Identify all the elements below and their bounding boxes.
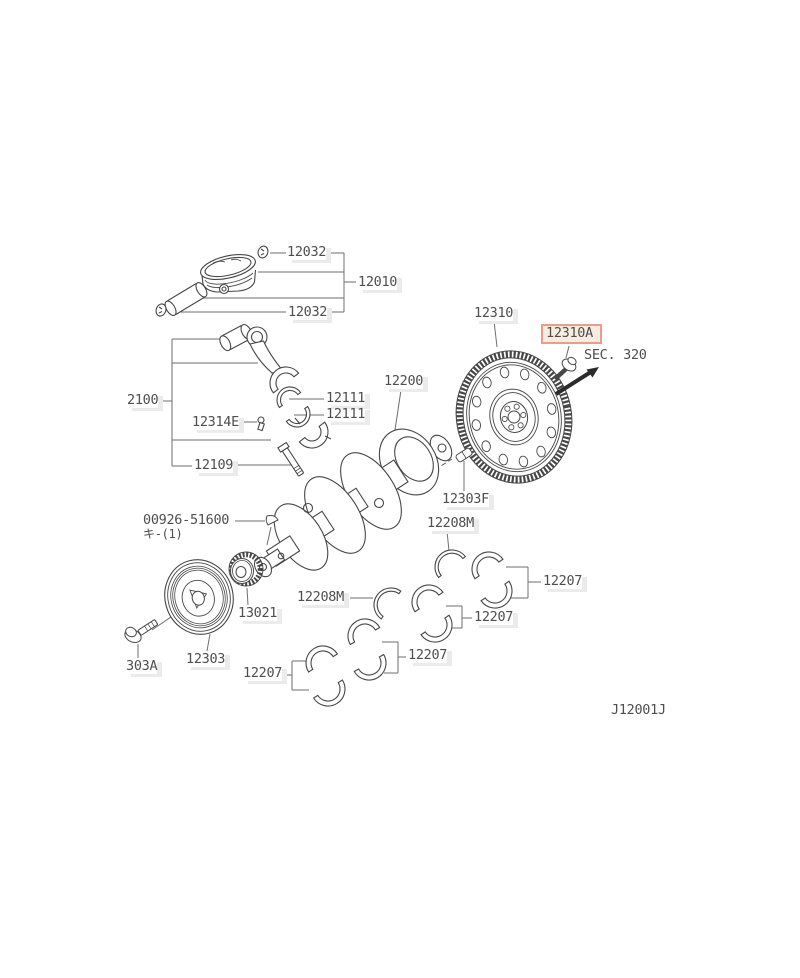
main-bearing-upper-3 (341, 612, 381, 646)
leader-12200 (394, 389, 402, 431)
flywheel (455, 350, 573, 484)
piston-assembly (155, 245, 269, 317)
leader-12303 (206, 633, 211, 652)
label-12207-1[interactable]: 12207 (543, 573, 583, 589)
leader-12207-4-bracket (284, 660, 309, 691)
label-key-qty-note: キ-(1) (143, 527, 183, 541)
leader-13021 (246, 587, 249, 606)
leader-12207-3-bracket (382, 641, 406, 674)
leader-12207-2-bracket (446, 605, 472, 629)
label-12303[interactable]: 12303 (186, 651, 226, 667)
flywheel-holes (471, 366, 557, 468)
piston-pin (164, 281, 208, 317)
pulley-bolt (124, 619, 158, 644)
label-12207-3[interactable]: 12207 (408, 647, 448, 663)
snap-ring-bottom (155, 303, 167, 317)
thrust-strip-left (366, 580, 402, 620)
label-12208m-upper[interactable]: 12208M (427, 515, 474, 531)
leader-12310 (493, 320, 498, 348)
main-bearing-upper-1 (464, 544, 504, 580)
flywheel-ring-gear (456, 350, 572, 484)
main-bearing-lower-4 (313, 679, 352, 713)
connecting-rod-assembly (219, 323, 332, 477)
leader-12208m-upper (446, 530, 450, 552)
sec-320-arrow (554, 367, 599, 396)
diagram-code: J12001J (611, 702, 666, 718)
rod-bearing-lower (285, 405, 311, 428)
rod-big-end (269, 366, 300, 394)
main-bearings (299, 542, 520, 713)
label-12032-top[interactable]: 12032 (287, 244, 327, 260)
label-12010[interactable]: 12010 (358, 274, 398, 290)
label-12032-bottom[interactable]: 12032 (288, 304, 328, 320)
label-13021[interactable]: 13021 (238, 605, 278, 621)
label-12303f[interactable]: 12303F (442, 491, 489, 507)
rod-cap (294, 417, 332, 449)
leader-12310a (565, 345, 570, 359)
label-12207-4[interactable]: 12207 (243, 665, 283, 681)
leader-12100-bracket (161, 338, 291, 467)
snap-ring-top (257, 245, 269, 259)
small-end-bushing (219, 323, 253, 352)
crankshaft (253, 428, 453, 578)
label-12208m-left[interactable]: 12208M (297, 589, 344, 605)
rod-bearing-upper (276, 386, 302, 409)
leader-key-axis (266, 526, 272, 546)
thrust-strip-upper (427, 542, 466, 579)
rod-cap-bolt (277, 441, 304, 477)
label-12109[interactable]: 12109 (194, 457, 234, 473)
label-12100[interactable]: 2100 (127, 392, 159, 408)
label-12200[interactable]: 12200 (384, 373, 424, 389)
piston (200, 254, 257, 295)
main-bearing-upper-2 (404, 577, 444, 613)
label-sec-320[interactable]: SEC. 320 (584, 347, 647, 363)
leader-lines (137, 252, 570, 691)
crank-pulley (164, 559, 234, 635)
flywheel-bolt (553, 356, 577, 381)
main-bearing-lower-3 (353, 653, 393, 687)
label-12207-2[interactable]: 12207 (474, 609, 514, 625)
crank-sprocket (228, 551, 264, 587)
woodruff-key (265, 515, 279, 526)
leader-12010-bracket (169, 252, 356, 313)
rod-bolt-small (257, 416, 265, 432)
dowel-pin (455, 447, 473, 463)
label-12111-lower[interactable]: 12111 (326, 406, 366, 422)
label-12310[interactable]: 12310 (474, 305, 514, 321)
label-00926-51600[interactable]: 00926-51600 (143, 512, 230, 528)
main-bearing-lower-2 (420, 614, 460, 650)
leader-12207-1-bracket (506, 566, 541, 599)
label-12314e[interactable]: 12314E (192, 414, 239, 430)
connecting-rod (246, 326, 300, 394)
main-bearing-upper-4 (299, 639, 338, 673)
label-12303a[interactable]: 303A (126, 658, 158, 674)
label-12111-upper[interactable]: 12111 (326, 390, 366, 406)
label-12310a-selected[interactable]: 12310A (541, 324, 602, 344)
